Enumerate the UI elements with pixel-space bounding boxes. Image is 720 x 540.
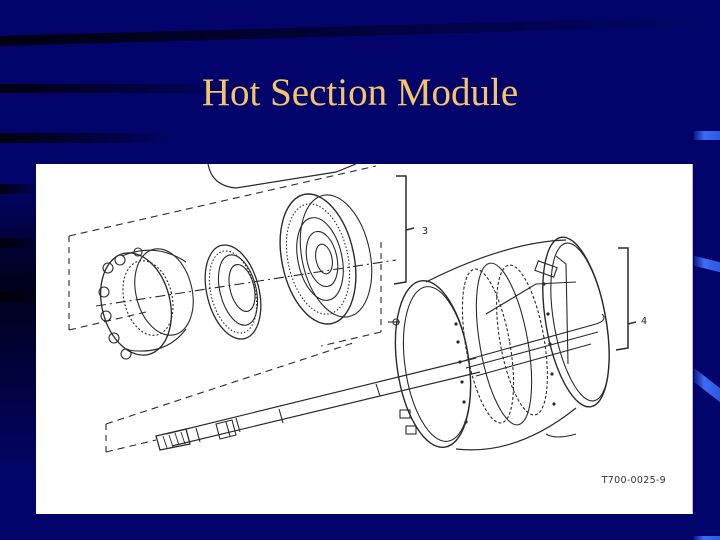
background-streak: [0, 15, 720, 46]
background-streak: [0, 133, 180, 143]
accent-streak: [694, 131, 720, 140]
slide-title: Hot Section Module: [201, 71, 519, 114]
figure-id: T700-0025-9: [601, 475, 666, 486]
callout-label-3: 3: [422, 226, 429, 237]
accent-streak: [694, 367, 720, 403]
callout-label-4: 4: [641, 316, 648, 327]
accent-streak: [694, 536, 720, 540]
background-streak: [0, 84, 250, 93]
exploded-view-drawing: [68, 164, 637, 453]
accent-streak: [694, 255, 720, 273]
figure-panel: 3 4 T700-0025-9: [36, 164, 693, 514]
